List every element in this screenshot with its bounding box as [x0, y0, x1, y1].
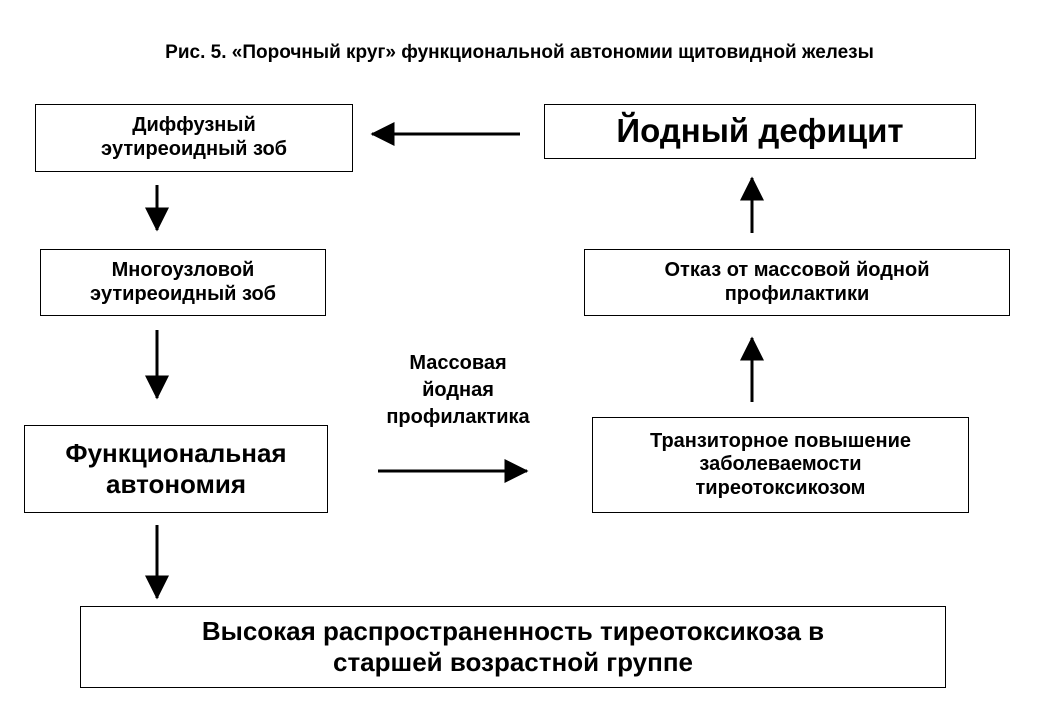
node-diffuse-goiter-line-1: Диффузный: [132, 114, 256, 137]
node-transient-increase: Транзиторное повышение заболеваемости ти…: [592, 417, 969, 513]
node-high-prevalence-line-1: Высокая распространенность тиреотоксикоз…: [201, 616, 825, 647]
node-prophylaxis-refusal: Отказ от массовой йодной профилактики: [584, 249, 1010, 316]
node-prophylaxis-refusal-line-1: Отказ от массовой йодной: [664, 258, 930, 281]
edge-label-line-2: йодная: [422, 379, 494, 401]
edge-label-line-1: Массовая: [409, 352, 507, 374]
node-diffuse-goiter-line-2: эутиреоидный зоб: [100, 138, 288, 160]
edge-label-mass-prophylaxis: Массовая йодная профилактика: [358, 350, 558, 431]
node-transient-increase-line-2: заболеваемости: [699, 453, 862, 476]
edge-label-line-3: профилактика: [386, 406, 530, 428]
node-iodine-deficit-line-1: Йодный дефицит: [616, 112, 904, 150]
node-iodine-deficit: Йодный дефицит: [544, 104, 976, 159]
node-multinodular-goiter-line-2: эутиреоидный зоб: [89, 282, 277, 305]
node-high-prevalence: Высокая распространенность тиреотоксикоз…: [80, 606, 946, 688]
node-prophylaxis-refusal-line-2: профилактики: [724, 282, 870, 305]
node-multinodular-goiter-line-1: Многоузловой: [111, 258, 255, 281]
node-functional-autonomy-line-1: Функциональная: [65, 438, 287, 469]
node-functional-autonomy-line-2: автономия: [105, 469, 246, 499]
figure-title: Рис. 5. «Порочный круг» функциональной а…: [165, 42, 874, 63]
node-transient-increase-line-1: Транзиторное повышение: [649, 429, 911, 452]
node-transient-increase-line-3: тиреотоксикозом: [695, 476, 866, 499]
node-functional-autonomy: Функциональная автономия: [24, 425, 328, 513]
node-diffuse-goiter: Диффузный эутиреоидный зоб: [35, 104, 353, 172]
node-multinodular-goiter: Многоузловой эутиреоидный зоб: [40, 249, 326, 316]
node-high-prevalence-line-2: старшей возрастной группе: [332, 647, 693, 677]
